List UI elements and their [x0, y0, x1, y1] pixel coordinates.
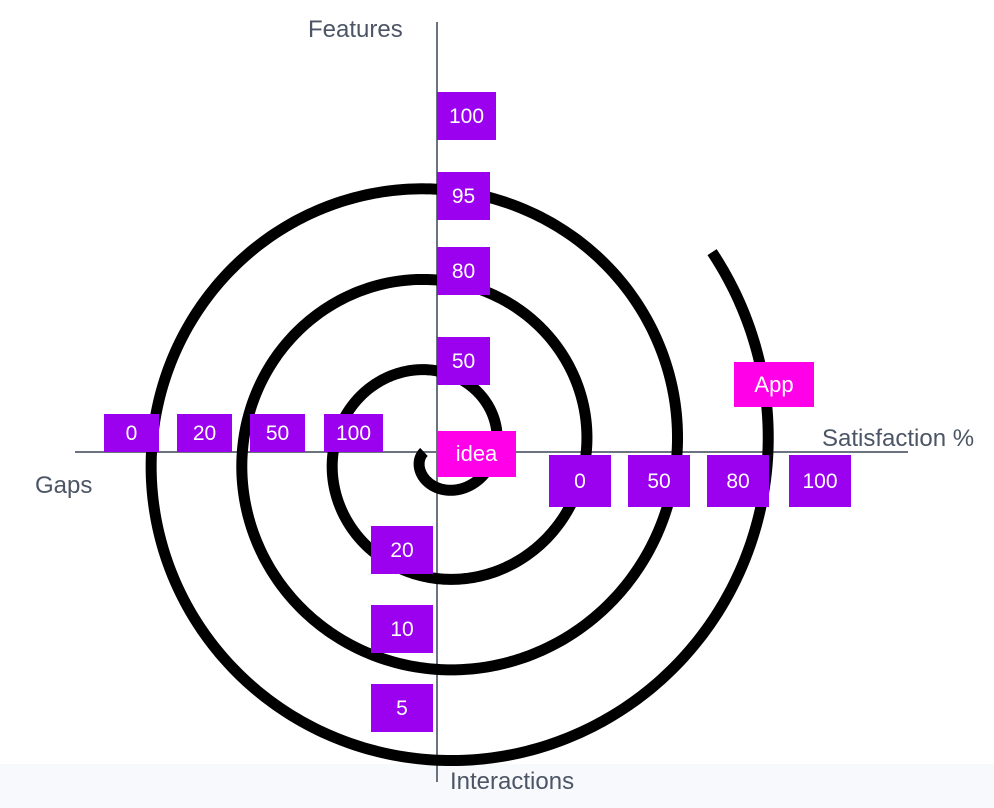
tick-gaps-100[interactable]: 100 — [324, 414, 383, 452]
tick-interactions-20[interactable]: 20 — [371, 526, 433, 574]
axis-title-interactions: Interactions — [450, 768, 575, 795]
tick-features-95[interactable]: 95 — [437, 172, 490, 220]
tick-gaps-20[interactable]: 20 — [177, 414, 232, 452]
tick-satisfaction-100[interactable]: 100 — [789, 455, 851, 507]
tick-interactions-10[interactable]: 10 — [371, 605, 433, 653]
tick-gaps-50[interactable]: 50 — [250, 414, 305, 452]
footer-band — [0, 764, 994, 808]
axis-title-gaps: Gaps — [35, 472, 93, 499]
tick-satisfaction-50[interactable]: 50 — [628, 455, 690, 507]
tick-features-50[interactable]: 50 — [437, 337, 490, 385]
tick-gaps-0[interactable]: 0 — [104, 414, 159, 452]
spiral-curve — [145, 183, 774, 767]
tick-interactions-5[interactable]: 5 — [371, 684, 433, 732]
axis-title-features: Features — [308, 16, 403, 43]
node-app[interactable]: App — [734, 362, 814, 407]
node-idea[interactable]: idea — [437, 431, 516, 477]
tick-features-100[interactable]: 100 — [437, 92, 496, 140]
tick-satisfaction-80[interactable]: 80 — [707, 455, 769, 507]
axis-title-satisfaction: Satisfaction % — [822, 425, 975, 452]
tick-features-80[interactable]: 80 — [437, 247, 490, 295]
tick-satisfaction-0[interactable]: 0 — [549, 455, 611, 507]
